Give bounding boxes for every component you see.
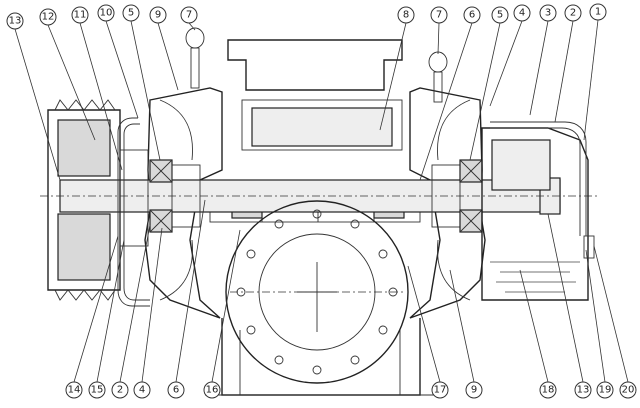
svg-text:3: 3	[545, 8, 551, 19]
water-tank	[481, 127, 595, 301]
svg-text:9: 9	[155, 10, 161, 21]
svg-text:18: 18	[542, 385, 555, 396]
callout-19: 19	[596, 381, 614, 399]
main-shaft	[40, 177, 600, 215]
callout-6-top: 6	[463, 6, 481, 24]
leader-lines-top	[14, 19, 599, 181]
callout-3: 3	[539, 4, 557, 22]
svg-text:7: 7	[436, 10, 442, 21]
callout-12: 12	[39, 8, 57, 26]
svg-text:13: 13	[577, 385, 590, 396]
callout-18: 18	[539, 381, 557, 399]
left-casing	[144, 87, 223, 319]
svg-text:16: 16	[206, 385, 219, 396]
callout-10: 10	[97, 4, 115, 22]
svg-text:5: 5	[497, 10, 503, 21]
callout-4-bottom: 4	[133, 381, 151, 399]
cooling-pipe-right	[490, 121, 587, 236]
callout-8: 8	[397, 6, 415, 24]
callout-17: 17	[431, 381, 449, 399]
svg-text:13: 13	[9, 16, 22, 27]
svg-text:4: 4	[139, 385, 145, 396]
lifting-eye-right	[428, 51, 448, 103]
svg-text:2: 2	[117, 385, 123, 396]
svg-text:7: 7	[186, 10, 192, 21]
callout-13-top: 13	[6, 12, 24, 30]
callout-15: 15	[88, 381, 106, 399]
svg-text:2: 2	[570, 8, 576, 19]
callout-11: 11	[71, 6, 89, 24]
svg-text:1: 1	[595, 7, 601, 18]
callout-5-left: 5	[122, 4, 140, 22]
svg-text:12: 12	[42, 12, 55, 23]
svg-text:5: 5	[128, 8, 134, 19]
callout-7-left: 7	[180, 6, 198, 24]
svg-text:6: 6	[173, 385, 179, 396]
flange-bolt-holes	[236, 209, 398, 375]
callout-5-right: 5	[491, 6, 509, 24]
svg-text:6: 6	[469, 10, 475, 21]
callout-14: 14	[65, 381, 83, 399]
top-outlet-housing	[221, 39, 411, 170]
callout-9-top: 9	[149, 6, 167, 24]
cooling-pipe-left	[117, 117, 150, 307]
left-bearing-assembly	[119, 149, 201, 247]
lifting-eye-left	[185, 27, 205, 89]
svg-text:14: 14	[68, 385, 81, 396]
svg-text:8: 8	[403, 10, 409, 21]
callout-4-top: 4	[513, 4, 531, 22]
callout-2-top: 2	[564, 4, 582, 22]
callout-16: 16	[203, 381, 221, 399]
callout-6-bottom: 6	[167, 381, 185, 399]
callout-1: 1	[589, 3, 607, 21]
svg-text:10: 10	[100, 8, 113, 19]
callout-7-right: 7	[430, 6, 448, 24]
callout-13-bottom: 13	[574, 381, 592, 399]
leader-lines-bottom	[73, 199, 629, 383]
callout-2-bottom: 2	[111, 381, 129, 399]
svg-text:15: 15	[91, 385, 104, 396]
svg-text:4: 4	[519, 8, 525, 19]
svg-text:20: 20	[622, 385, 635, 396]
callout-20: 20	[619, 381, 637, 399]
svg-text:9: 9	[471, 385, 477, 396]
v-belt-pulley	[47, 99, 121, 301]
svg-text:19: 19	[599, 385, 612, 396]
callout-9-bottom: 9	[465, 381, 483, 399]
inlet-flange	[225, 200, 409, 384]
svg-text:11: 11	[74, 10, 87, 21]
right-bearing-assembly	[431, 159, 483, 233]
svg-text:17: 17	[434, 385, 447, 396]
